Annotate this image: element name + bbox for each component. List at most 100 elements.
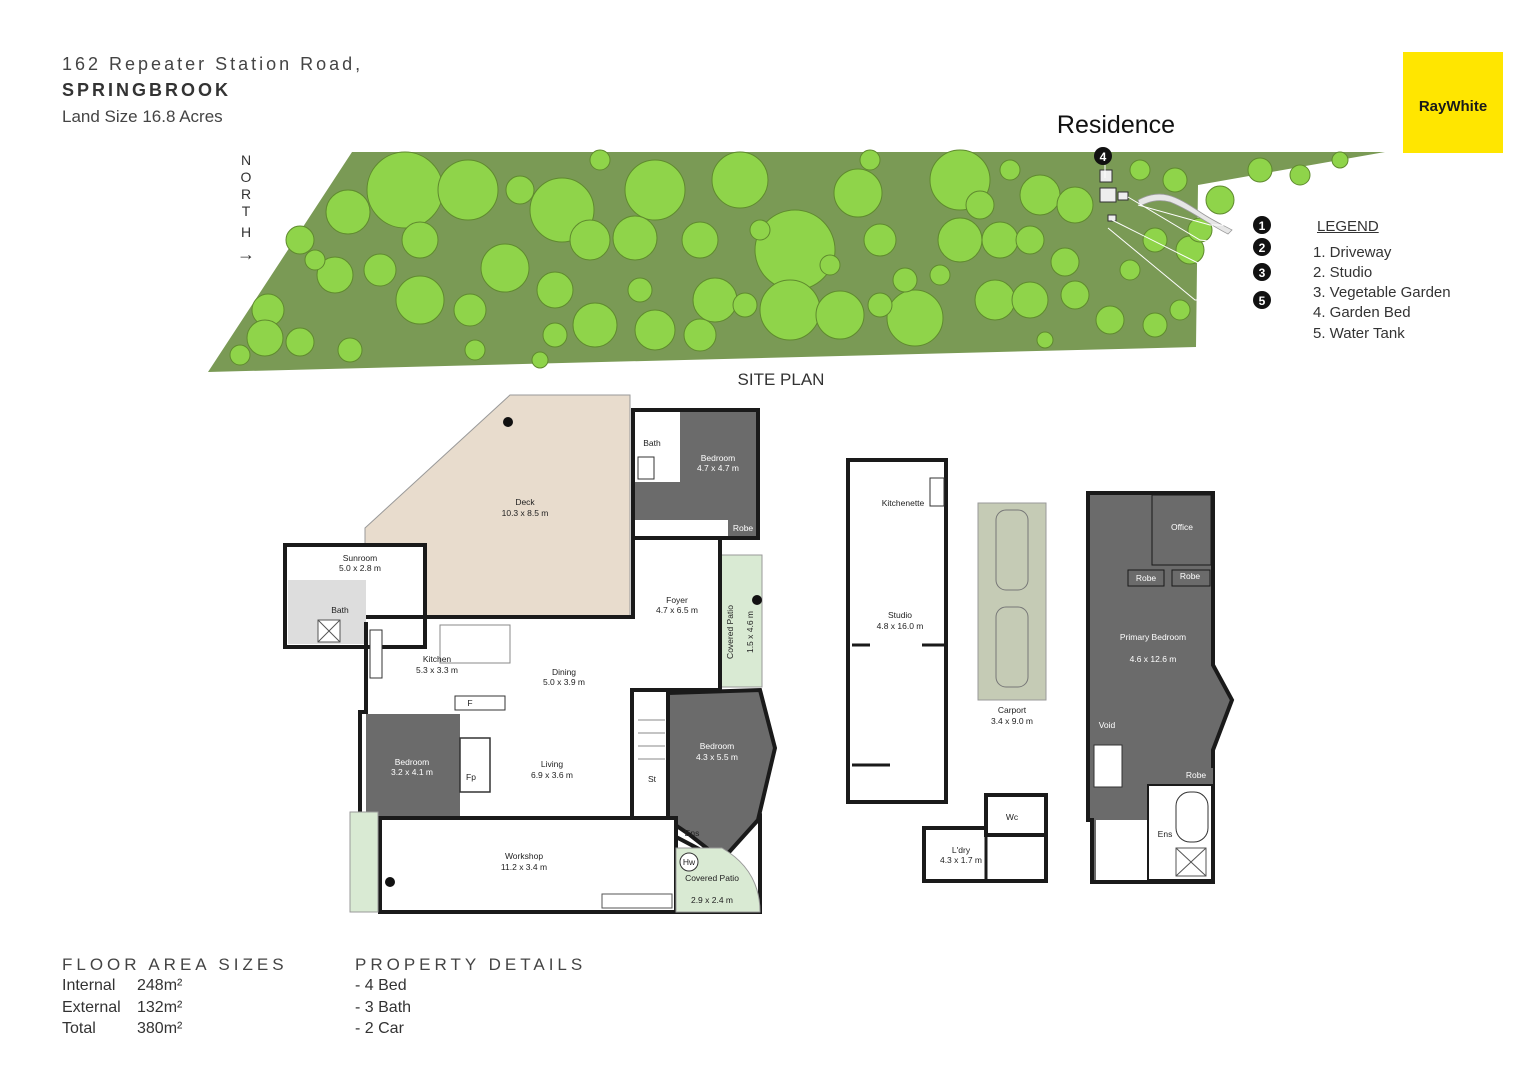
tree-icon: [246, 319, 284, 357]
legend-item: 4. Garden Bed: [1313, 304, 1411, 321]
marker-1: [1253, 216, 1271, 234]
svg-text:N: N: [241, 152, 251, 168]
site-plan: 1 2 3 4 5 Residence N O R T H → SITE PLA…: [208, 111, 1385, 389]
tree-icon: [886, 289, 944, 347]
tree-icon: [395, 275, 445, 325]
bedroom-left: [366, 714, 460, 816]
workshop-name: Workshop: [505, 851, 543, 861]
tree-icon: [937, 217, 983, 263]
living-size: 6.9 x 3.6 m: [531, 770, 573, 780]
studio-size: 4.8 x 16.0 m: [877, 621, 924, 631]
tree-icon: [366, 151, 444, 229]
tree-icon: [929, 264, 951, 286]
laundry-name: L'dry: [952, 845, 971, 855]
marker-3-label: 3: [1259, 266, 1266, 280]
floor-area-value: 380m²: [137, 1020, 183, 1037]
tree-icon: [749, 219, 771, 241]
tree-icon: [285, 225, 315, 255]
svg-text:O: O: [241, 169, 252, 185]
kitchen-name: Kitchen: [423, 654, 452, 664]
ens-primary-name: Ens: [1158, 829, 1173, 839]
tree-icon: [304, 249, 326, 271]
tree-icon: [569, 219, 611, 261]
covered-patio-bottom-size: 2.9 x 2.4 m: [691, 895, 733, 905]
bedroom-left-size: 3.2 x 4.1 m: [391, 767, 433, 777]
svg-text:T: T: [242, 203, 251, 219]
tree-icon: [325, 189, 371, 235]
tree-icon: [819, 254, 841, 276]
robe-a-name: Robe: [1136, 573, 1157, 583]
floor-area-title: FLOOR AREA SIZES: [62, 955, 288, 974]
dining-size: 5.0 x 3.9 m: [543, 677, 585, 687]
foyer-size: 4.7 x 6.5 m: [656, 605, 698, 615]
tree-icon: [1331, 151, 1349, 169]
robe-b-name: Robe: [1180, 571, 1201, 581]
tree-icon: [316, 256, 354, 294]
tree-icon: [453, 293, 487, 327]
hot-water-icon: [679, 852, 699, 872]
tree-icon: [1142, 312, 1168, 338]
legend-markers: 1 2 3 4 5: [1094, 147, 1271, 309]
tree-group: [229, 149, 1349, 369]
laundry-size: 4.3 x 1.7 m: [940, 855, 982, 865]
tree-icon: [1129, 159, 1151, 181]
kitchen-size: 5.3 x 3.3 m: [416, 665, 458, 675]
tree-icon: [285, 327, 315, 357]
covered-patio-side: [719, 554, 763, 688]
wc-name: Wc: [1006, 812, 1019, 822]
store-name: St: [648, 774, 657, 784]
bath-left-name: Bath: [331, 605, 349, 615]
property-detail-item: - 4 Bed: [355, 977, 407, 994]
tree-icon: [531, 351, 549, 369]
tree-icon: [892, 267, 918, 293]
property-detail-item: - 2 Car: [355, 1020, 404, 1037]
robe-top-name: Robe: [733, 523, 754, 533]
tree-icon: [692, 277, 738, 323]
tree-icon: [732, 292, 758, 318]
tree-icon: [1289, 164, 1311, 186]
tree-icon: [1247, 157, 1273, 183]
tree-icon: [401, 221, 439, 259]
tree-icon: [480, 243, 530, 293]
marker-4-label: 4: [1100, 150, 1107, 164]
property-address: 162 Repeater Station Road,: [62, 54, 364, 74]
tree-icon: [974, 279, 1016, 321]
carport-name: Carport: [998, 705, 1027, 715]
bedroom-top-size: 4.7 x 4.7 m: [697, 463, 739, 473]
site-plan-title: SITE PLAN: [738, 370, 825, 389]
studio-footprint: [1117, 191, 1129, 201]
marker-3: [1253, 263, 1271, 281]
driveway: [1137, 193, 1233, 235]
bedroom-right-name: Bedroom: [700, 741, 735, 751]
tree-icon: [634, 309, 676, 351]
tree-icon: [1142, 227, 1168, 253]
tree-icon: [999, 159, 1021, 181]
marker-2: [1253, 238, 1271, 256]
tree-icon: [759, 279, 821, 341]
floor-area-value: 132m²: [137, 999, 183, 1016]
marker-5: [1253, 291, 1271, 309]
foyer-name: Foyer: [666, 595, 688, 605]
residence-footprint: [1099, 187, 1117, 203]
legend-item: 2. Studio: [1313, 264, 1373, 281]
tree-icon: [624, 159, 686, 221]
primary-bedroom-size: 4.6 x 12.6 m: [1130, 654, 1177, 664]
kitchenette-name: Kitchenette: [882, 498, 925, 508]
tree-icon: [1162, 167, 1188, 193]
tree-icon: [1011, 281, 1049, 319]
marker-4: [1094, 147, 1112, 165]
carport: [977, 502, 1047, 701]
tree-icon: [1056, 186, 1094, 224]
floor-area-value: 248m²: [137, 977, 183, 994]
tree-icon: [1050, 247, 1080, 277]
tree-icon: [229, 344, 251, 366]
carport-size: 3.4 x 9.0 m: [991, 716, 1033, 726]
tree-icon: [1019, 174, 1061, 216]
tree-icon: [589, 149, 611, 171]
tree-icon: [1060, 280, 1090, 310]
tree-icon: [1095, 305, 1125, 335]
land-size: Land Size 16.8 Acres: [62, 107, 223, 126]
bath-top-name: Bath: [643, 438, 661, 448]
workshop-size: 11.2 x 3.4 m: [501, 862, 547, 872]
north-arrow-icon: →: [237, 244, 255, 264]
